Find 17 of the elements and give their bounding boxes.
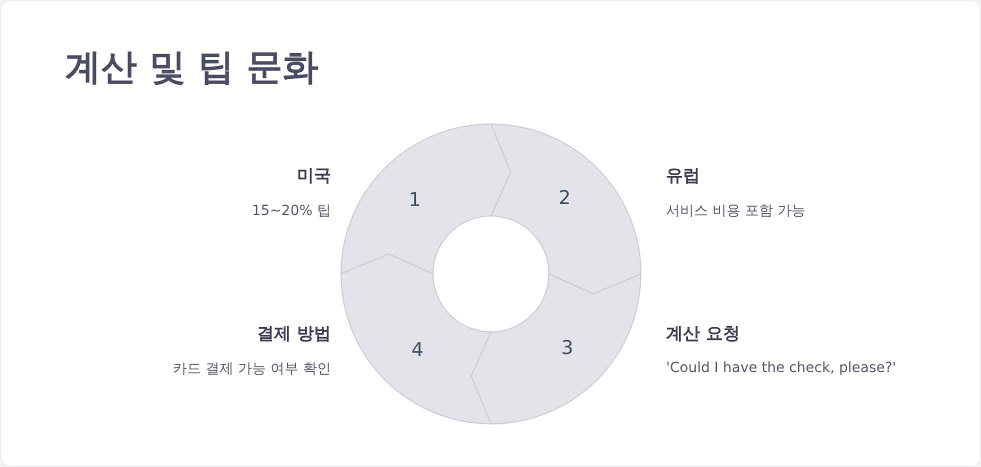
step-heading: 미국 xyxy=(297,165,331,187)
step-description: 15~20% 팁 xyxy=(252,202,331,220)
ring-segment xyxy=(489,122,643,296)
step-description: 서비스 비용 포함 가능 xyxy=(666,202,806,220)
step-heading: 결제 방법 xyxy=(257,323,331,345)
step-number: 3 xyxy=(561,336,574,359)
step-number: 2 xyxy=(558,186,571,209)
step-number: 1 xyxy=(408,189,421,212)
step-heading: 유럽 xyxy=(666,165,700,187)
step-description: 'Could I have the check, please?' xyxy=(666,360,896,376)
step-heading: 계산 요청 xyxy=(666,323,740,345)
step-number: 4 xyxy=(411,339,424,362)
ring-segment xyxy=(339,252,493,426)
step-description: 카드 결제 가능 여부 확인 xyxy=(173,360,331,378)
ring-segment xyxy=(469,272,643,426)
ring-segment xyxy=(339,122,513,276)
title: 계산 및 팁 문화 xyxy=(65,46,319,90)
